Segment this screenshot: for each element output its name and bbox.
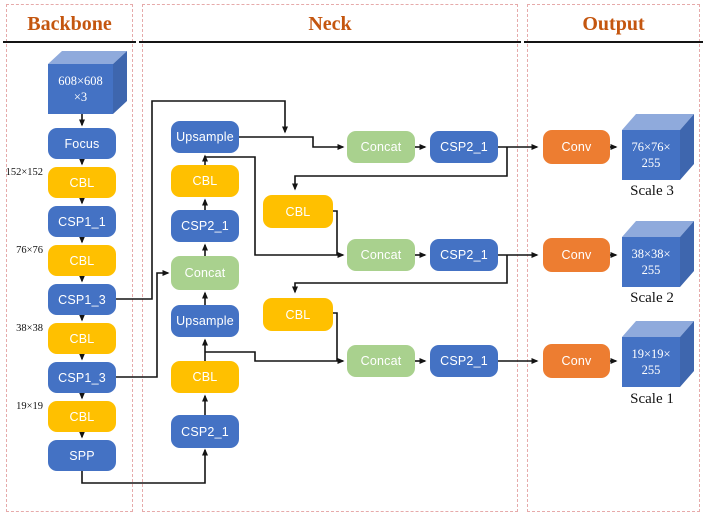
neck-row2-concat: Concat (347, 239, 415, 271)
section-neck: Neck (139, 4, 521, 512)
backbone-node-csp1-1: CSP1_1 (48, 206, 116, 237)
neck-node-upsample-bottom: Upsample (171, 305, 239, 337)
cube-scale1-channels: 255 (641, 363, 661, 377)
cube-scale3-channels: 255 (641, 156, 661, 170)
size-label-38: 38×38 (16, 323, 43, 334)
cube-scale1-size: 19×19× (631, 346, 671, 361)
backbone-title-rule (3, 41, 136, 44)
backbone-title: Backbone (27, 13, 112, 35)
output-cube-scale1: 19×19× 255 (622, 321, 694, 387)
neck-feeder-cbl-2: CBL (263, 298, 333, 331)
backbone-node-spp: SPP (48, 440, 116, 471)
neck-row3-csp2-1: CSP2_1 (430, 345, 498, 377)
output-conv-scale2: Conv (543, 238, 610, 272)
output-cube-scale3: 76×76× 255 (622, 114, 694, 180)
output-conv-scale3: Conv (543, 130, 610, 164)
backbone-node-csp1-3a: CSP1_3 (48, 284, 116, 315)
neck-node-csp2-1-bottom: CSP2_1 (171, 415, 239, 448)
neck-node-concat-mid: Concat (171, 256, 239, 290)
input-cube: 608×608 ×3 (48, 51, 127, 114)
cube-scale3-size: 76×76× (631, 139, 671, 154)
neck-node-csp2-1-mid: CSP2_1 (171, 210, 239, 242)
neck-node-upsample-top: Upsample (171, 121, 239, 153)
size-label-76: 76×76 (16, 245, 43, 256)
output-conv-scale1: Conv (543, 344, 610, 378)
backbone-node-cbl-1: CBL (48, 167, 116, 198)
neck-row1-concat: Concat (347, 131, 415, 163)
scale1-label: Scale 1 (630, 391, 674, 407)
cube-scale2-channels: 255 (641, 263, 661, 277)
neck-row1-csp2-1: CSP2_1 (430, 131, 498, 163)
section-output: Output (524, 4, 703, 512)
neck-feeder-cbl-1: CBL (263, 195, 333, 228)
backbone-node-focus: Focus (48, 128, 116, 159)
neck-title-rule (139, 41, 521, 44)
neck-node-cbl-top: CBL (171, 165, 239, 197)
neck-row3-concat: Concat (347, 345, 415, 377)
backbone-node-cbl-2: CBL (48, 245, 116, 276)
backbone-node-cbl-3: CBL (48, 323, 116, 354)
size-label-19: 19×19 (16, 401, 43, 412)
backbone-node-cbl-4: CBL (48, 401, 116, 432)
input-cube-size: 608×608 (58, 73, 103, 88)
output-title-rule (524, 41, 703, 44)
cube-scale2-size: 38×38× (631, 246, 671, 261)
size-label-152: 152×152 (5, 167, 43, 178)
neck-title: Neck (308, 13, 352, 35)
scale2-label: Scale 2 (630, 290, 674, 306)
neck-row2-csp2-1: CSP2_1 (430, 239, 498, 271)
neck-node-cbl-bottom: CBL (171, 361, 239, 393)
section-backbone: Backbone (3, 4, 136, 512)
output-cube-scale2: 38×38× 255 (622, 221, 694, 287)
output-title: Output (582, 13, 645, 35)
input-cube-channels: ×3 (73, 90, 88, 104)
scale3-label: Scale 3 (630, 183, 674, 199)
backbone-node-csp1-3b: CSP1_3 (48, 362, 116, 393)
